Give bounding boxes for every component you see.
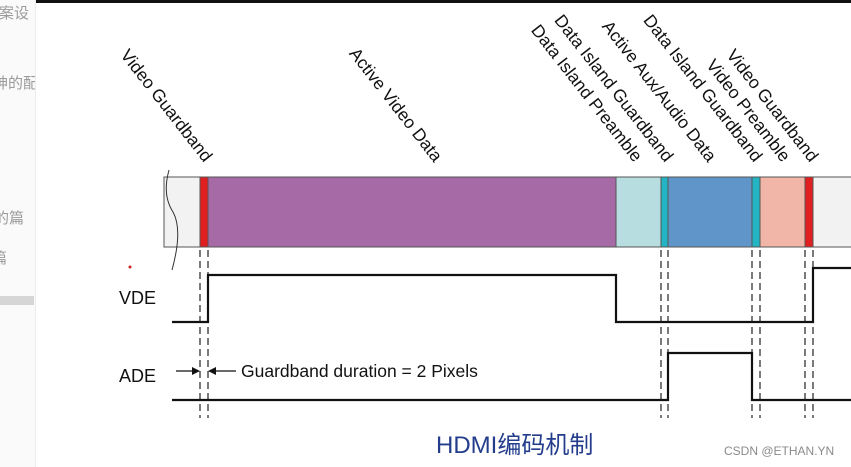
sidebar-snippet[interactable]: 神的配	[0, 75, 36, 92]
label-active-video-data: Active Video Data	[345, 44, 446, 166]
sidebar-snippet[interactable]: 案设	[0, 5, 30, 22]
ade-waveform	[172, 351, 851, 402]
data-island-guardband-left-block	[660, 176, 669, 248]
sidebar-snippet[interactable]: 篇	[0, 247, 7, 268]
data-island-guardband-right-block	[751, 176, 761, 248]
torn-edge-left	[165, 169, 179, 271]
guardband-duration-text: Guardband duration = 2 Pixels	[241, 361, 478, 381]
sidebar-scroll-marker	[0, 296, 34, 305]
diagram-caption: HDMI编码机制	[436, 432, 594, 459]
blank-period-left	[163, 176, 201, 248]
top-border	[36, 0, 851, 3]
video-guardband-right-block	[804, 176, 814, 248]
guardband-duration-annotation: Guardband duration = 2 Pixels	[176, 361, 478, 381]
data-island-preamble-block	[615, 176, 662, 248]
watermark: CSDN @ETHAN.YN	[724, 444, 835, 458]
video-preamble-block	[759, 176, 806, 248]
blank-period-right	[812, 176, 851, 248]
red-dot-mark	[128, 265, 132, 269]
period-strip	[163, 169, 851, 271]
aux-audio-data-block	[667, 176, 753, 248]
video-guardband-left-block	[199, 176, 209, 248]
vde-waveform	[172, 266, 851, 324]
sidebar-snippet[interactable]: 的篇	[0, 210, 25, 227]
active-video-data-block	[207, 176, 617, 248]
vde-label: VDE	[119, 288, 156, 308]
label-video-guardband-left: Video Guardband	[117, 45, 217, 165]
sidebar-article-list: 案设 神的配 的篇 篇	[0, 0, 36, 467]
ade-label: ADE	[119, 366, 156, 386]
hdmi-timing-diagram: VDE ADE Guardband duration = 2 Pixels Vi…	[117, 11, 851, 418]
